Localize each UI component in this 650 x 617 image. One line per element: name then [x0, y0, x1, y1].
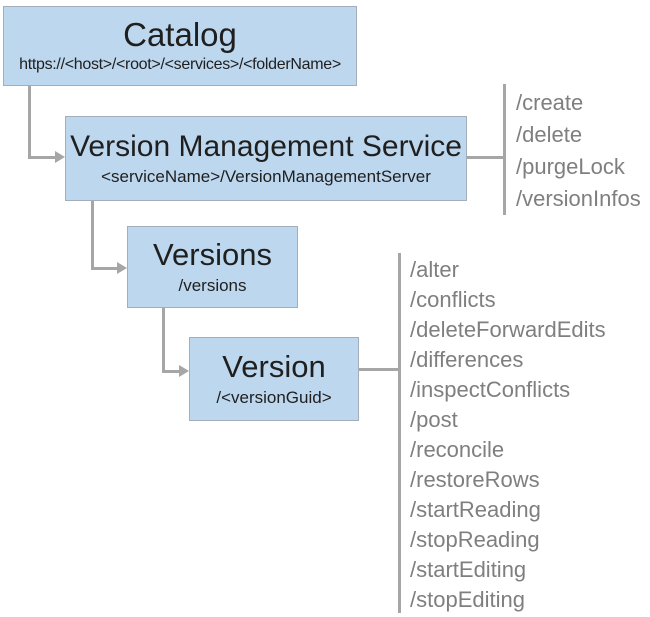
catalog-node: Catalog https://<host>/<root>/<services>… — [3, 6, 357, 86]
catalog-url: https://<host>/<root>/<services>/<folder… — [19, 56, 341, 74]
operation-item: /conflicts — [410, 287, 496, 312]
arrowhead-right-icon — [117, 262, 127, 274]
connector-catalog-to-vms — [28, 86, 56, 159]
version-title: Version — [222, 349, 326, 385]
connector-vms-to-versions — [91, 201, 119, 270]
operation-item: /alter — [410, 257, 459, 282]
operation-item: /startReading — [410, 497, 541, 522]
operation-item: /differences — [410, 347, 524, 372]
operation-item: /create — [516, 90, 584, 115]
versions-title: Versions — [153, 237, 272, 273]
operation-item: /startEditing — [410, 557, 527, 582]
vms-operations-list: /create/delete/purgeLock/versionInfos — [516, 87, 641, 215]
version-path: /<versionGuid> — [216, 387, 332, 407]
versions-node: Versions /versions — [127, 226, 298, 308]
versions-path: /versions — [178, 275, 247, 295]
version-management-service-title: Version Management Service — [70, 130, 462, 164]
arrowhead-right-icon — [55, 151, 65, 163]
operation-item: /restoreRows — [410, 467, 540, 492]
connector-versions-to-version — [162, 308, 181, 373]
operation-item: /stopReading — [410, 527, 540, 552]
version-management-service-path: <serviceName>/VersionManagementServer — [101, 166, 431, 186]
operation-item: /versionInfos — [516, 186, 641, 211]
operation-item: /delete — [516, 122, 583, 147]
operation-item: /stopEditing — [410, 587, 525, 612]
operation-item: /post — [410, 407, 458, 432]
version-node: Version /<versionGuid> — [189, 337, 359, 421]
version-management-service-node: Version Management Service <serviceName>… — [65, 116, 467, 201]
operations-bracket-line — [398, 253, 401, 613]
arrowhead-right-icon — [179, 365, 189, 377]
version-operations-list: /alter/conflicts/deleteForwardEdits/diff… — [410, 255, 606, 615]
operation-item: /deleteForwardEdits — [410, 317, 606, 342]
operation-item: /reconcile — [410, 437, 505, 462]
catalog-title: Catalog — [123, 15, 237, 53]
connector-version-to-operations — [359, 368, 398, 371]
connector-vms-to-operations — [467, 156, 503, 159]
operation-item: /inspectConflicts — [410, 377, 571, 402]
operation-item: /purgeLock — [516, 154, 625, 179]
operations-bracket-line — [503, 84, 506, 215]
